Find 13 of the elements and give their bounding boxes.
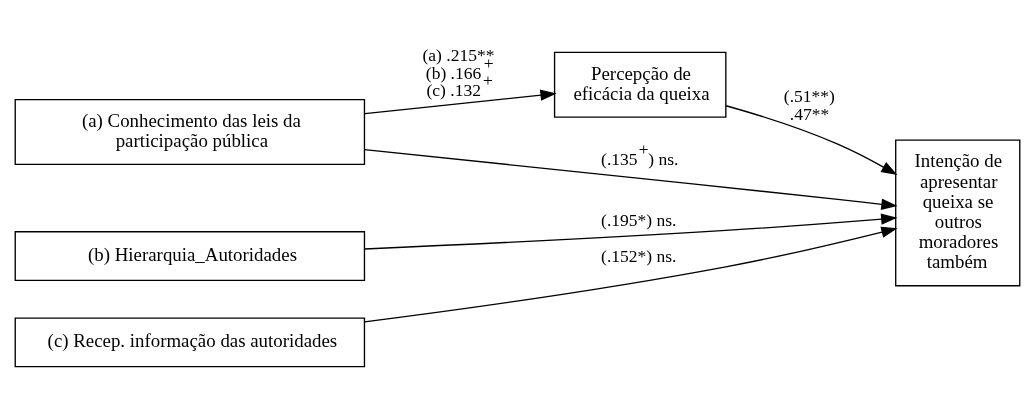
arrow [363, 226, 898, 323]
arrow [363, 213, 897, 250]
edge-label: (.195*) ns. [600, 209, 677, 230]
node-box: (c) Recep. informação das autoridades [14, 317, 365, 368]
arrow [724, 105, 897, 176]
node-box: (b) Hierarquia_Autoridades [14, 231, 365, 281]
arrow [363, 148, 897, 210]
arrow [363, 89, 557, 115]
edge-label: (.152*) ns. [600, 245, 677, 266]
node-box: (a) Conhecimento das leis da participação pública [14, 98, 365, 166]
node-box: Intenção de apresentar queixa se outros moradores também [894, 139, 1020, 287]
node-box: Percepção de eficácia da queixa [553, 51, 726, 118]
edge-label: (.51**) .47** [783, 85, 835, 125]
